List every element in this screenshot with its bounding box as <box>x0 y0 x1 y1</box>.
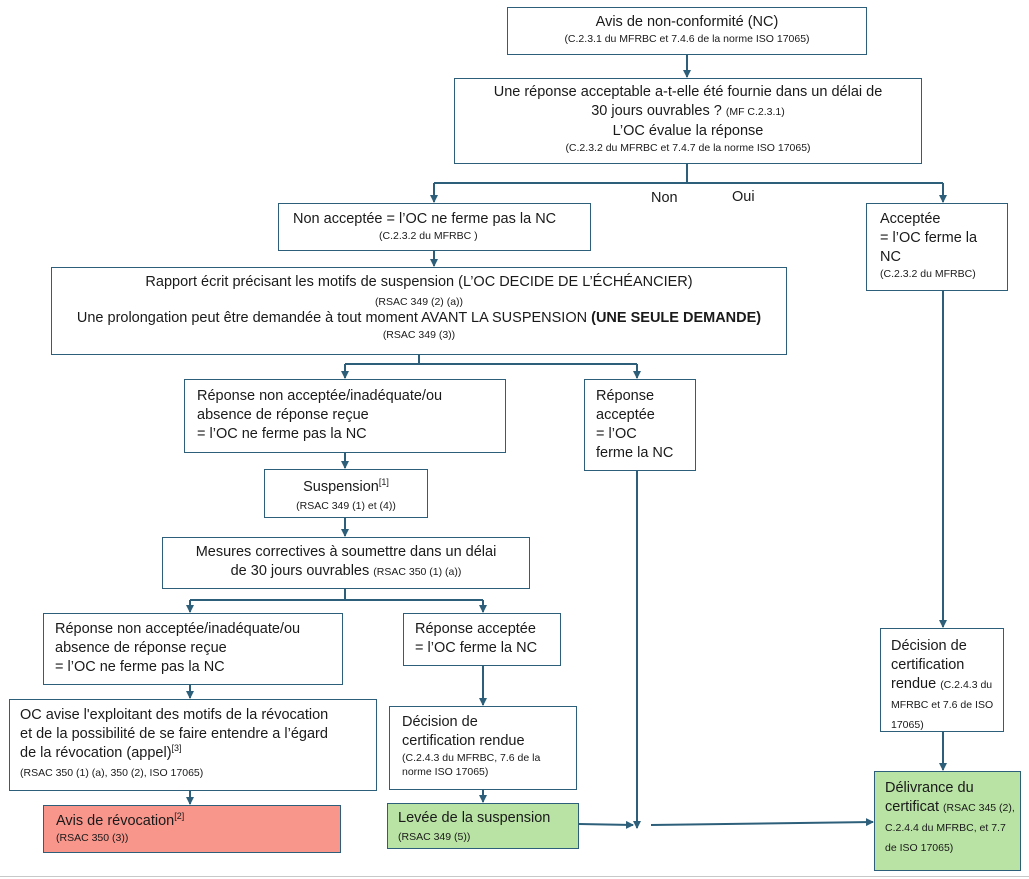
box-response-not-accepted-1-l3: = l’OC ne ferme pas la NC <box>197 426 367 442</box>
box-written-report-ref1: (RSAC 349 (2) (a)) <box>374 296 464 308</box>
box-certification-decision-right-l1: Décision de <box>891 638 967 654</box>
box-certificate-issuance-ref: (RSAC 345 (2), C.2.4.4 du MFRBC, et 7.7 … <box>885 802 1015 854</box>
box-nc-notice-ref: (C.2.3.1 du MFRBC et 7.4.6 de la norme I… <box>564 33 810 45</box>
box-suspension-lifted-ref: (RSAC 349 (5)) <box>398 831 471 843</box>
box-written-report-ref2: (RSAC 349 (3)) <box>382 329 456 341</box>
box-response-accepted-2-l2: = l’OC ferme la NC <box>415 640 538 656</box>
arrow-b16-merge <box>578 820 634 829</box>
box-accepted-l3: NC <box>880 249 901 265</box>
box-not-accepted-ref: (C.2.3.2 du MFRBC ) <box>379 230 478 242</box>
box-certification-decision-right-l2: certification <box>891 657 965 673</box>
box-suspension-lifted-title: Levée de la suspension <box>398 810 551 826</box>
box-certification-decision-center: Décision de certification rendue (C.2.4.… <box>389 706 577 790</box>
box-response-evaluation-line3: L’OC évalue la réponse <box>612 123 764 139</box>
box-certification-decision-center-l2: certification rendue <box>402 733 525 749</box>
box-response-not-accepted-2-l3: = l’OC ne ferme pas la NC <box>55 659 225 675</box>
box-response-accepted-2-l1: Réponse acceptée <box>415 621 536 637</box>
box-response-not-accepted-1-l1: Réponse non acceptée/inadéquate/ou <box>197 388 443 404</box>
box-accepted-l2: = l’OC ferme la <box>880 230 978 246</box>
box-written-report-line2: Une prolongation peut être demandée à to… <box>76 310 588 326</box>
box-certificate-issuance-l1: Délivrance du <box>885 780 974 796</box>
box-response-accepted-1: Réponse acceptée = l’OC ferme la NC <box>584 379 696 471</box>
box-suspension-ref: (RSAC 349 (1) et (4)) <box>296 500 396 512</box>
box-certificate-issuance-l2: certificat <box>885 799 939 815</box>
box-written-report-line1: Rapport écrit précisant les motifs de su… <box>145 274 693 290</box>
box-certification-decision-right: Décision de certification rendue (C.2.4.… <box>880 628 1004 732</box>
box-revocation-notice-title: Avis de révocation <box>56 813 175 829</box>
box-revocation-notice-ref: (RSAC 350 (3)) <box>56 832 129 844</box>
box-response-evaluation-line1: Une réponse acceptable a-t-elle été four… <box>493 84 883 100</box>
box-response-evaluation-line2-ref: (MF C.2.3.1) <box>725 106 785 118</box>
box-response-evaluation-line2: 30 jours ouvrables ? <box>591 103 722 119</box>
box-not-accepted-text: Non acceptée = l’OC ne ferme pas la NC <box>293 211 557 227</box>
box-suspension-footnote: [1] <box>378 477 389 488</box>
box-response-accepted-1-l1: Réponse <box>596 388 655 404</box>
box-certification-decision-center-ref: (C.2.4.3 du MFRBC, 7.6 de la norme ISO 1… <box>402 752 541 778</box>
box-suspension-lifted: Levée de la suspension (RSAC 349 (5)) <box>387 803 579 849</box>
box-certification-decision-right-l3: rendue <box>891 676 937 692</box>
box-not-accepted: Non acceptée = l’OC ne ferme pas la NC (… <box>278 203 591 251</box>
box-response-not-accepted-1-l2: absence de réponse reçue <box>197 407 369 423</box>
arrow-merge-b17 <box>650 818 874 827</box>
label-non: Non <box>651 190 678 206</box>
box-corrective-measures-ref: (RSAC 350 (1) (a)) <box>373 566 462 578</box>
box-revocation-reasons-ref: (RSAC 350 (1) (a), 350 (2), ISO 17065) <box>20 767 204 779</box>
box-response-accepted-2: Réponse acceptée = l’OC ferme la NC <box>403 613 561 666</box>
box-response-evaluation: Une réponse acceptable a-t-elle été four… <box>454 78 922 164</box>
box-suspension-title: Suspension <box>303 479 379 495</box>
box-certificate-issuance: Délivrance du certificat (RSAC 345 (2), … <box>874 771 1021 871</box>
box-accepted-l1: Acceptée <box>880 211 941 227</box>
box-certification-decision-right-ref: (C.2.4.3 du MFRBC et 7.6 de ISO 17065) <box>891 679 994 731</box>
box-nc-notice: Avis de non-conformité (NC) (C.2.3.1 du … <box>507 7 867 55</box>
box-revocation-reasons-footnote: [3] <box>171 743 182 754</box>
box-nc-notice-title: Avis de non-conformité (NC) <box>595 14 779 30</box>
box-suspension: Suspension[1] (RSAC 349 (1) et (4)) <box>264 469 428 518</box>
box-revocation-reasons-l2: et de la possibilité de se faire entendr… <box>20 726 328 742</box>
box-written-report: Rapport écrit précisant les motifs de su… <box>51 267 787 355</box>
label-oui: Oui <box>732 189 755 205</box>
box-response-not-accepted-2-l1: Réponse non acceptée/inadéquate/ou <box>55 621 301 637</box>
box-revocation-reasons: OC avise l'exploitant des motifs de la r… <box>9 699 377 791</box>
box-accepted: Acceptée = l’OC ferme la NC (C.2.3.2 du … <box>866 203 1008 291</box>
box-revocation-notice-footnote: [2] <box>174 811 185 822</box>
box-corrective-measures: Mesures correctives à soumettre dans un … <box>162 537 530 589</box>
box-response-accepted-1-l3: = l’OC <box>596 426 637 442</box>
box-response-not-accepted-2-l2: absence de réponse reçue <box>55 640 227 656</box>
box-response-accepted-1-l4: ferme la NC <box>596 445 674 461</box>
box-response-evaluation-ref: (C.2.3.2 du MFRBC et 7.4.7 de la norme I… <box>565 142 811 154</box>
box-certification-decision-center-l1: Décision de <box>402 714 478 730</box>
box-revocation-reasons-l3: de la révocation (appel) <box>20 745 172 761</box>
box-corrective-measures-line2: de 30 jours ouvrables <box>230 563 370 579</box>
box-response-accepted-1-l2: acceptée <box>596 407 655 423</box>
box-response-not-accepted-1: Réponse non acceptée/inadéquate/ou absen… <box>184 379 506 453</box>
box-revocation-reasons-l1: OC avise l'exploitant des motifs de la r… <box>20 707 329 723</box>
box-accepted-ref: (C.2.3.2 du MFRBC) <box>880 268 976 280</box>
box-corrective-measures-line1: Mesures correctives à soumettre dans un … <box>195 544 497 560</box>
box-revocation-notice: Avis de révocation[2] (RSAC 350 (3)) <box>43 805 341 853</box>
box-response-not-accepted-2: Réponse non acceptée/inadéquate/ou absen… <box>43 613 343 685</box>
box-written-report-line2-bold: (UNE SEULE DEMANDE) <box>591 310 762 326</box>
bottom-edge-divider <box>0 876 1029 877</box>
